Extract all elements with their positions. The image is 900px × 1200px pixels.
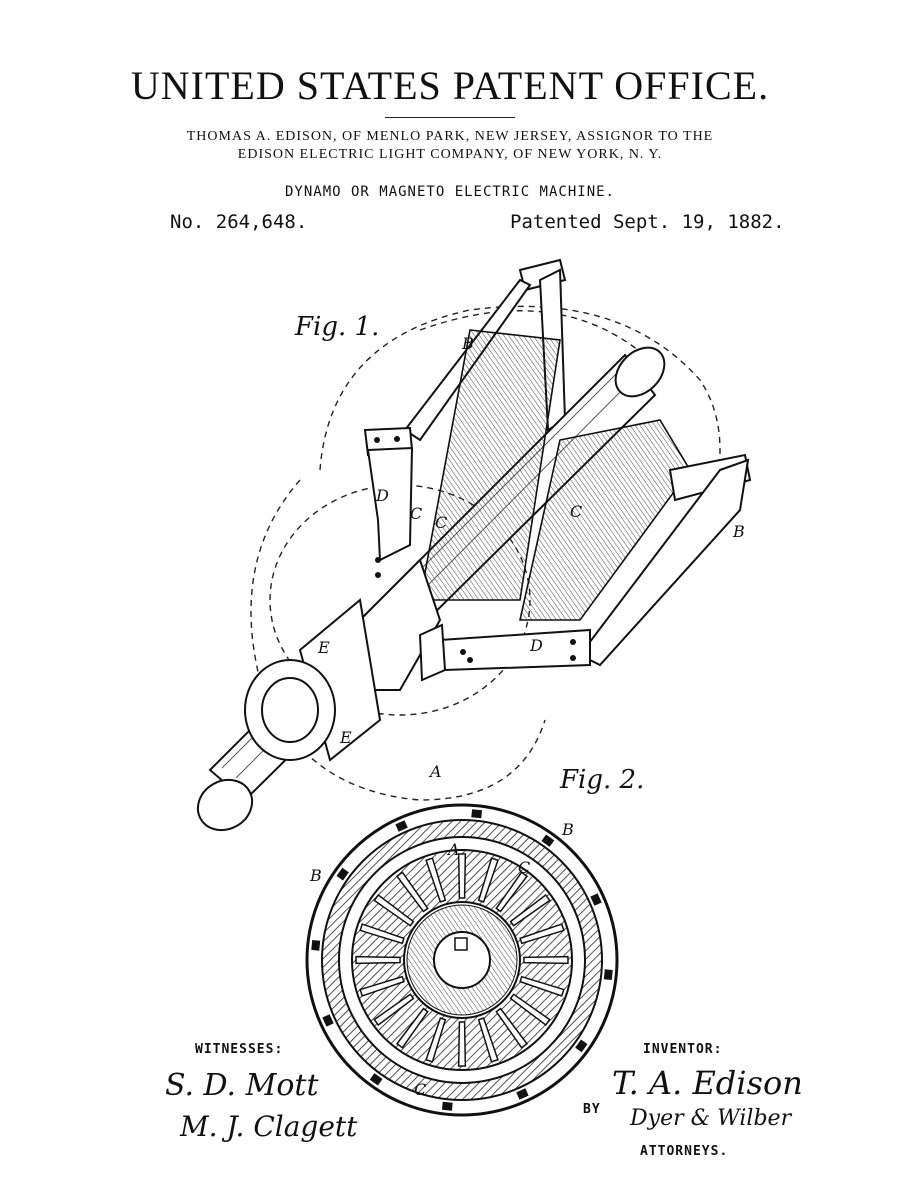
fig1-label: Fig. 1. [295, 312, 380, 342]
armature-slot [373, 893, 415, 927]
armature-slot [519, 975, 565, 997]
armature-slot [477, 857, 499, 903]
fig1-letter-b-upper: B [462, 334, 474, 353]
armature-slot [355, 955, 401, 965]
armature-slot [395, 871, 429, 913]
fig2-letter-b-right: B [562, 820, 574, 839]
ring-segment-mark [441, 1101, 453, 1111]
attorneys-signature: Dyer & Wilber [630, 1106, 792, 1131]
witness-2-signature: M. J. Clagett [180, 1110, 358, 1143]
by-label: BY [583, 1102, 601, 1117]
armature-slot [425, 1017, 447, 1063]
fig1-letter-d-upper: D [376, 486, 389, 505]
ring-segment-mark [516, 1088, 529, 1100]
assignor-line-1: THOMAS A. EDISON, OF MENLO PARK, NEW JER… [186, 129, 714, 144]
armature-slot [457, 1021, 467, 1067]
fig1-letter-b-right: B [733, 522, 745, 541]
fig2-letter-b-left: B [310, 866, 322, 885]
armature-slot [395, 1007, 429, 1049]
ring-segment-mark [395, 820, 408, 832]
office-title: UNITED STATES PATENT OFFICE. [130, 63, 770, 108]
armature-slot [519, 923, 565, 945]
armature-slot [425, 857, 447, 903]
ring-segment-mark [471, 809, 483, 819]
armature-slot [495, 871, 529, 913]
ring-segment-mark [603, 969, 613, 981]
armature-slot [373, 993, 415, 1027]
invention-title: DYNAMO OR MAGNETO ELECTRIC MACHINE. [284, 184, 615, 200]
ring-segment-mark [590, 893, 602, 906]
armature-slot [509, 993, 551, 1027]
armature-slot [457, 853, 467, 899]
armature-slot [477, 1017, 499, 1063]
ring-segment-mark [541, 834, 555, 847]
witness-1-signature: S. D. Mott [165, 1068, 319, 1103]
fig1-letter-c-3: C [570, 502, 583, 521]
assignor-block: THOMAS A. EDISON, OF MENLO PARK, NEW JER… [100, 128, 800, 164]
witnesses-label: WITNESSES: [195, 1042, 284, 1057]
armature-slot [495, 1007, 529, 1049]
ring-segment-mark [336, 867, 349, 881]
armature-slot [359, 923, 405, 945]
fig1-letter-d-lower: D [530, 636, 543, 655]
fig1-letter-e-1: E [318, 638, 330, 657]
ring-segment-mark [322, 1014, 334, 1027]
assignor-line-2: EDISON ELECTRIC LIGHT COMPANY, OF NEW YO… [237, 147, 663, 162]
title-rule [385, 117, 515, 118]
fig2-label: Fig. 2. [560, 765, 645, 795]
fig1-letter-a: A [430, 762, 442, 781]
armature-slot [509, 893, 551, 927]
ring-segment-mark [575, 1039, 588, 1053]
patent-number: No. 264,648. [170, 211, 308, 233]
patent-date: Patented Sept. 19, 1882. [510, 211, 785, 233]
fig1-letter-e-2: E [340, 728, 352, 747]
fig2-letter-a: A [448, 840, 460, 859]
fig2-letter-c-top: C [518, 858, 531, 877]
ring-segment-mark [369, 1073, 383, 1086]
armature-slot [359, 975, 405, 997]
fig2-letter-c-bottom: C [414, 1080, 427, 1099]
inventor-signature: T. A. Edison [612, 1064, 803, 1102]
inventor-label: INVENTOR: [643, 1042, 723, 1057]
attorneys-label: ATTORNEYS. [640, 1144, 729, 1159]
fig1-letter-c-2: C [435, 513, 448, 532]
fig1-letter-c-1: C [410, 504, 423, 523]
armature-slot [523, 955, 569, 965]
ring-segment-mark [311, 939, 321, 951]
